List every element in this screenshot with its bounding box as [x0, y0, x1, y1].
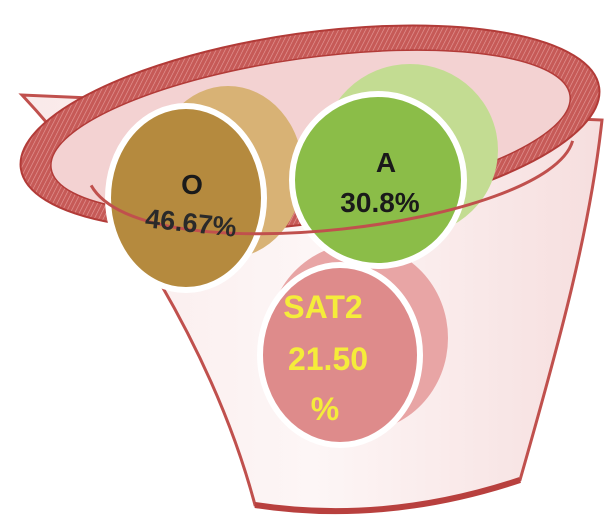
funnel-rim-front: [89, 140, 575, 236]
sat2-circle: [257, 244, 448, 448]
a-name-label: A: [376, 147, 396, 178]
o-circle: [105, 86, 303, 293]
sat2-value-label: 21.50: [288, 341, 368, 377]
o-name-label: O: [181, 169, 203, 200]
a-value-label: 30.8%: [340, 187, 419, 218]
a-circle: [289, 64, 498, 269]
sat2-name-label: SAT2: [283, 289, 362, 325]
sat2-percent-label: %: [311, 391, 339, 427]
